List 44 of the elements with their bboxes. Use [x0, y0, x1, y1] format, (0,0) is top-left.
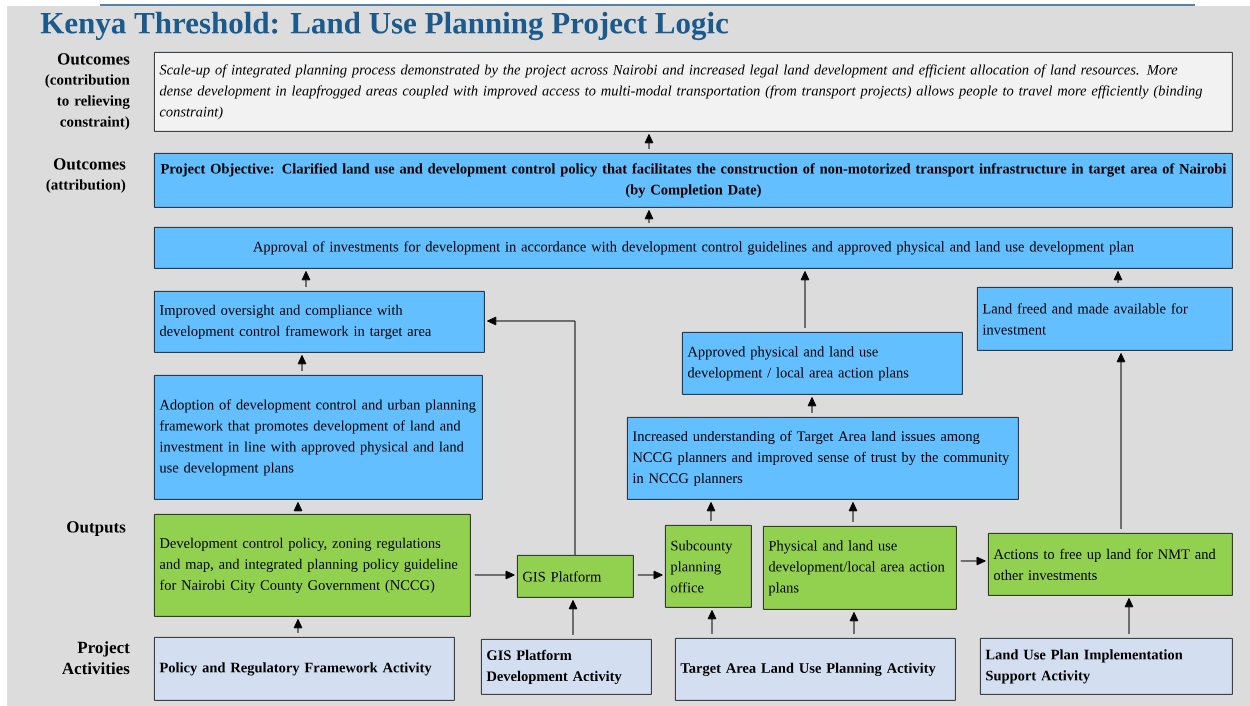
- arrow: [568, 600, 578, 636]
- row-label: Project Activities: [62, 641, 130, 675]
- result-box: Approved physical and land use development / local area action plans: [682, 332, 963, 395]
- arrow: [293, 502, 303, 512]
- arrow: [1113, 271, 1123, 284]
- arrow: [637, 570, 663, 580]
- result-box: Approval of investments for development in accordance with development control guidelines and approved physical and land use development plan: [154, 227, 1233, 269]
- arrow: [644, 134, 654, 150]
- result-box: Increased understanding of Target Area land issues among NCCG planners and improved sense of trust by the community in NCCG planners: [627, 417, 1019, 500]
- arrow: [487, 316, 576, 556]
- result-box: Land freed and made available for investment: [977, 287, 1233, 351]
- arrow: [301, 271, 311, 288]
- arrow: [849, 612, 859, 635]
- row-label: Outcomes: [53, 158, 126, 170]
- row-label: Outputs: [67, 521, 126, 537]
- arrow: [707, 610, 717, 635]
- arrow: [297, 355, 307, 372]
- arrow: [848, 502, 858, 523]
- arrow: [293, 619, 303, 634]
- row-label: (attribution): [46, 179, 126, 193]
- output-box: Physical and land use development/local area action plans: [763, 526, 957, 610]
- output-box: GIS Platform: [517, 555, 634, 598]
- arrow: [1116, 353, 1126, 530]
- arrow: [1124, 598, 1134, 635]
- row-label: Outcomes: [57, 53, 130, 65]
- objective-box: Project Objective: Clarified land use and development control policy that facilitates the construction of non-motorized transport infrastructure in target area of Nairobi (by Completion Date): [154, 153, 1233, 208]
- arrow: [807, 397, 817, 414]
- result-box: Adoption of development control and urban planning framework that promotes development of land and investment in line with approved physical and land use development plans: [154, 375, 483, 500]
- output-box: Subcounty planning office: [665, 525, 752, 608]
- arrow: [644, 210, 654, 224]
- activity-box: GIS Platform Development Activity: [481, 639, 652, 695]
- title: Kenya Threshold: Land Use Planning Project Logic: [40, 11, 729, 41]
- row-label: (contribution to relieving constraint): [45, 74, 130, 130]
- activity-box: Policy and Regulatory Framework Activity: [154, 637, 455, 701]
- output-box: Development control policy, zoning regulations and map, and integrated planning policy guideline for Nairobi City County Government (NCCG): [154, 514, 471, 617]
- arrow: [706, 502, 716, 522]
- outcome-box: Scale-up of integrated planning process demonstrated by the project across Nairobi and increased legal land development and efficient allocation of land resources. More dense development in leapfrogged areas coupled with improved access to multi-modal transportation (from transport projects) allows people to travel more efficiently (binding constraint): [154, 52, 1233, 132]
- output-box: Actions to free up land for NMT and other investments: [988, 533, 1233, 596]
- activity-box: Target Area Land Use Planning Activity: [675, 638, 956, 701]
- arrow: [800, 271, 810, 329]
- activity-box: Land Use Plan Implementation Support Activity: [980, 638, 1233, 695]
- arrow: [474, 570, 515, 580]
- arrow: [960, 556, 986, 566]
- result-box: Improved oversight and compliance with development control framework in target area: [154, 291, 485, 353]
